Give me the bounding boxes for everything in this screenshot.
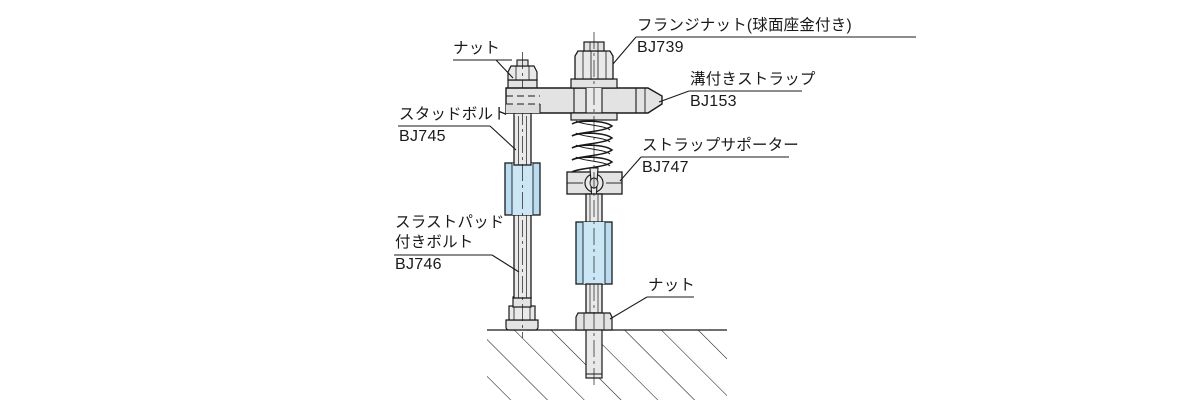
callout-flange-nut-caption: フランジナット(球面座金付き) [637,17,852,34]
callout-thrust-pad-bolt: スラストパッド 付きボルト BJ746 [395,213,505,275]
leader-grooved-strap [658,90,802,103]
callout-grooved-strap-code: BJ153 [690,93,737,110]
callout-thrust-pad-bolt-caption-line2: 付きボルト [395,234,474,251]
callout-thrust-pad-bolt-code: BJ746 [395,256,442,273]
hatched-base-material [487,329,727,400]
leader-strap-supporter [619,156,789,182]
callout-stud-bolt-code: BJ745 [399,128,446,145]
callout-strap-supporter-caption: ストラップサポーター [642,137,800,154]
callout-strap-supporter-code: BJ747 [642,159,689,176]
callout-nut-top-left: ナット [453,39,500,59]
right-strap-bolt-column [566,32,623,388]
grooved-strap-bar [505,87,663,114]
callout-grooved-strap-caption: 溝付きストラップ [690,71,816,88]
callout-flange-nut-code: BJ739 [637,39,684,56]
leader-thrust-pad-bolt [394,254,520,273]
callout-stud-bolt: スタッドボルト BJ745 [399,105,509,147]
leader-flange-nut [612,36,916,65]
leader-nut-top-left [453,59,514,79]
callout-grooved-strap: 溝付きストラップ BJ153 [690,70,816,112]
leader-nut-bottom [609,296,694,320]
left-stud-bolt-column [504,52,541,338]
thrust-pad-foot [505,296,539,331]
callout-strap-supporter: ストラップサポーター BJ747 [642,136,799,178]
callout-nut-top-left-caption: ナット [453,40,501,57]
compression-spring [571,120,614,173]
callout-thrust-pad-bolt-caption-line1: スラストパッド [395,214,505,231]
leader-stud-bolt [398,125,517,151]
leader-lines [394,36,916,320]
callout-nut-bottom: ナット [648,276,695,296]
callout-flange-nut: フランジナット(球面座金付き) BJ739 [637,16,852,58]
callout-stud-bolt-caption: スタッドボルト [399,106,509,123]
callout-nut-bottom-caption: ナット [648,277,696,294]
